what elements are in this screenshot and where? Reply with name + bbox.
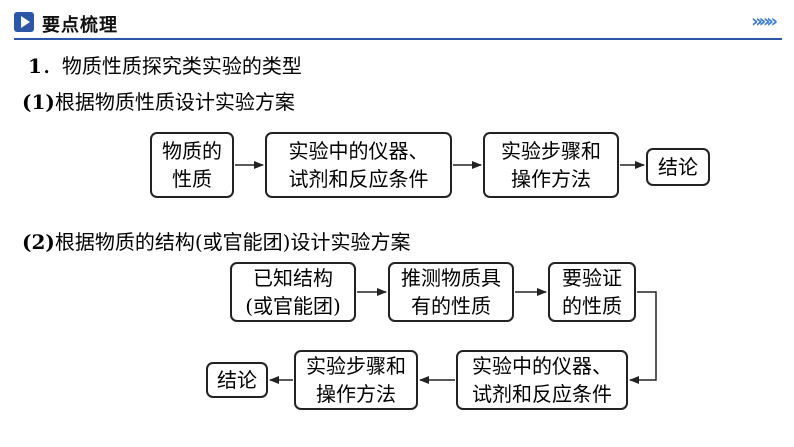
flow2-node-infer-property: 推测物质具有的性质: [388, 262, 514, 322]
flow2-node-verify-property-line2: 的性质: [562, 294, 622, 318]
flow2-node-known-structure: 已知结构 (或官能团): [230, 262, 356, 322]
flow2-node-verify-property-line1: 要验证: [562, 266, 622, 290]
flow1-node-apparatus-line2: 试剂和反应条件: [288, 167, 429, 191]
flow1-node-apparatus: 实验中的仪器、试剂和反应条件: [265, 132, 452, 198]
flow2-node-infer-property-line1: 推测物质具: [401, 266, 501, 290]
heading-types-text: ．物质性质探究类实验的类型: [41, 54, 302, 78]
flow2-node-apparatus-line1: 实验中的仪器、: [472, 354, 612, 378]
chevron-right-icon: »»»: [751, 11, 778, 32]
play-icon: [14, 12, 34, 32]
section-title: 要点梳理: [42, 15, 118, 36]
flow1-node-property-line2: 性质: [172, 167, 212, 191]
heading-types-number: 1: [28, 54, 42, 78]
arrow-flow2-connector: [629, 291, 657, 384]
flow1-node-conclusion: 结论: [646, 148, 710, 186]
flow2-node-known-structure-line1: 已知结构: [252, 266, 333, 290]
flow2-node-infer-property-line2: 有的性质: [411, 294, 491, 318]
flow1-node-procedure: 实验步骤和操作方法: [483, 132, 619, 198]
heading-by-structure: (2)根据物质的结构(或官能团)设计实验方案: [22, 226, 410, 255]
flow1-node-property: 物质的性质: [150, 132, 234, 198]
flow2-node-conclusion-line1: 结论: [217, 368, 257, 392]
section-header: 要点梳理 »»»: [14, 10, 782, 40]
flow1-node-conclusion-line1: 结论: [658, 155, 698, 179]
flow1-node-apparatus-line1: 实验中的仪器、: [288, 139, 429, 163]
flow2-node-conclusion: 结论: [206, 362, 268, 398]
flow2-node-procedure-line2: 操作方法: [316, 382, 396, 406]
flow2-node-known-structure-line2: (或官能团): [245, 294, 341, 318]
heading-by-property-text: 根据物质性质设计实验方案: [54, 90, 295, 114]
heading-types: 1．物质性质探究类实验的类型: [28, 50, 302, 79]
header-divider: [14, 38, 782, 40]
flow1-node-procedure-line1: 实验步骤和: [501, 139, 601, 163]
flow2-node-apparatus-line2: 试剂和反应条件: [472, 382, 612, 406]
heading-by-property: (1)根据物质性质设计实验方案: [22, 86, 295, 115]
heading-by-structure-number: (2): [22, 230, 55, 254]
flow2-node-apparatus: 实验中的仪器、试剂和反应条件: [456, 350, 628, 410]
flow2-node-procedure-line1: 实验步骤和: [306, 354, 406, 378]
flow1-node-procedure-line2: 操作方法: [511, 167, 591, 191]
heading-by-structure-text: 根据物质的结构(或官能团)设计实验方案: [54, 230, 411, 254]
flow2-node-procedure: 实验步骤和操作方法: [294, 350, 418, 410]
heading-by-property-number: (1): [22, 90, 55, 114]
flow2-node-verify-property: 要验证的性质: [548, 262, 636, 322]
flow1-node-property-line1: 物质的: [162, 139, 222, 163]
